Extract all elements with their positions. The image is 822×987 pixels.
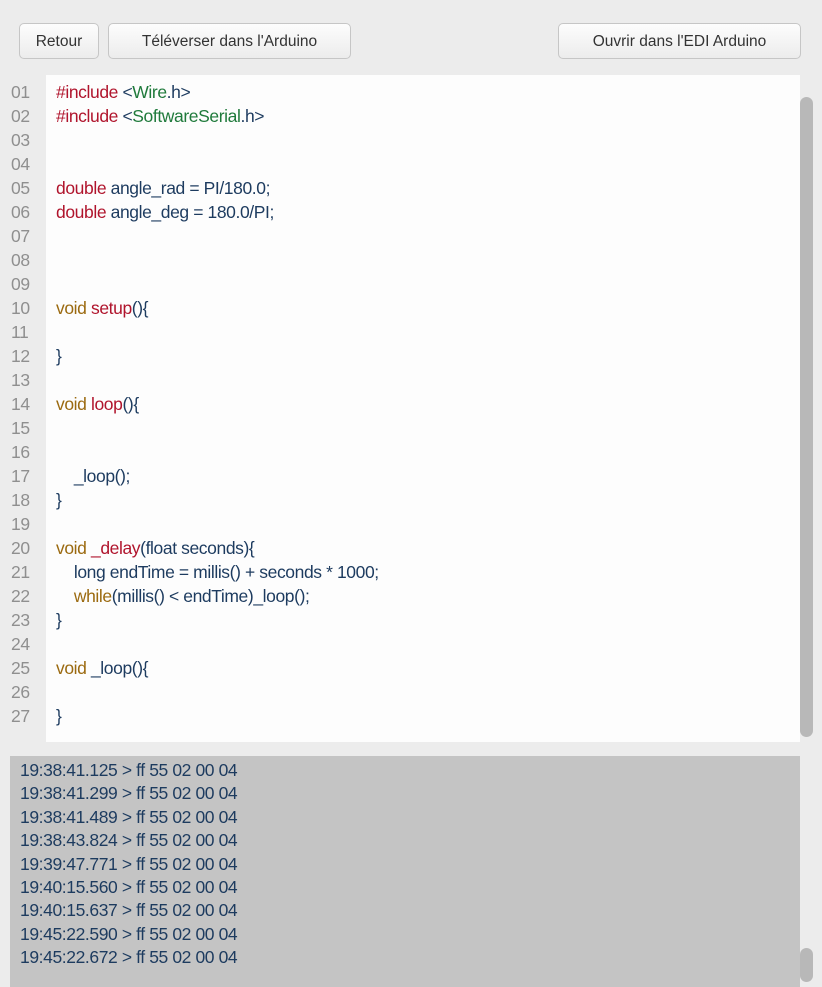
code-token: double <box>56 178 107 198</box>
line-number: 06 <box>11 202 30 222</box>
code-editor[interactable]: 01 02 03 04 05 06 07 08 09 10 11 12 13 14 15 16 17 18 19 20… <box>0 75 800 742</box>
code-token: SoftwareSerial <box>132 106 241 126</box>
code-token: _loop(){ <box>86 658 149 678</box>
console-line: 19:40:15.637 > ff 55 02 00 04 <box>20 900 238 921</box>
line-number: 18 <box>11 490 30 510</box>
code-line[interactable]: double angle_rad = PI/180.0; <box>56 176 270 200</box>
back-button[interactable]: Retour <box>19 23 99 59</box>
code-line[interactable]: void loop(){ <box>56 392 139 416</box>
editor-scrollbar-thumb[interactable] <box>800 97 813 737</box>
line-number: 26 <box>11 682 30 702</box>
line-number: 16 <box>11 442 30 462</box>
code-token: double <box>56 202 107 222</box>
code-token: setup <box>90 298 132 318</box>
open-in-arduino-ide-button[interactable]: Ouvrir dans l'EDI Arduino <box>558 23 801 59</box>
code-token: void <box>56 394 87 414</box>
code-token: angle_rad = PI/180.0; <box>106 178 271 198</box>
code-token: long endTime = millis() + seconds * 1000… <box>56 562 379 582</box>
serial-console: 19:38:41.125 > ff 55 02 00 04 19:38:41.29… <box>10 756 800 987</box>
console-line: 19:38:41.489 > ff 55 02 00 04 <box>20 806 238 827</box>
code-line[interactable]: } <box>56 344 62 368</box>
console-line: 19:40:15.560 > ff 55 02 00 04 <box>20 877 238 897</box>
code-token: (millis() < endTime)_loop(); <box>111 586 310 606</box>
code-token: } <box>56 346 62 366</box>
line-number: 01 <box>11 82 30 102</box>
code-token: } <box>56 610 62 630</box>
line-number: 17 <box>11 466 30 486</box>
code-line[interactable]: void setup(){ <box>56 296 149 320</box>
code-token: angle_deg = 180.0/PI; <box>106 202 275 222</box>
toolbar: Retour Téléverser dans l'Arduino Ouvrir … <box>0 0 822 75</box>
code-line[interactable]: } <box>56 608 62 632</box>
editor-scrollbar[interactable] <box>800 75 822 742</box>
code-token: while <box>73 586 112 606</box>
console-scrollbar[interactable] <box>800 756 822 987</box>
code-line[interactable]: void _delay(float seconds){ <box>56 536 255 560</box>
line-number: 22 <box>11 586 30 606</box>
line-number: 03 <box>11 130 30 150</box>
line-number: 09 <box>11 274 30 294</box>
code-token: < <box>122 106 133 126</box>
line-number: 13 <box>11 370 30 390</box>
line-number: 05 <box>11 178 30 198</box>
console-scrollbar-thumb[interactable] <box>800 948 813 982</box>
console-line: 19:45:22.672 > ff 55 02 00 04 <box>20 947 238 968</box>
code-token: (){ <box>122 394 139 414</box>
console-line: 19:38:41.125 > ff 55 02 00 04 <box>20 760 238 780</box>
console-line: 19:38:43.824 > ff 55 02 00 04 <box>20 830 238 851</box>
line-number: 08 <box>11 250 30 270</box>
code-token: #include <box>56 106 123 126</box>
code-line[interactable]: while(millis() < endTime)_loop(); <box>56 584 310 608</box>
line-number: 27 <box>11 706 30 726</box>
code-token: loop <box>90 394 123 414</box>
code-line[interactable]: _loop(); <box>56 464 131 488</box>
line-number: 15 <box>11 418 30 438</box>
code-line[interactable]: #include <SoftwareSerial.h> <box>56 104 265 128</box>
console-line: 19:45:22.590 > ff 55 02 00 04 <box>20 923 238 944</box>
line-number: 21 <box>11 562 30 582</box>
code-area[interactable]: #include <Wire.h>#include <SoftwareSeria… <box>46 75 800 742</box>
line-number: 19 <box>11 514 30 534</box>
code-token: < <box>122 82 133 102</box>
code-token: void <box>56 538 87 558</box>
code-token: .h> <box>166 82 191 102</box>
line-number: 14 <box>11 394 30 414</box>
code-token: .h> <box>240 106 265 126</box>
code-line[interactable]: #include <Wire.h> <box>56 80 191 104</box>
code-token: (float seconds){ <box>140 538 255 558</box>
code-line[interactable]: double angle_deg = 180.0/PI; <box>56 200 274 224</box>
line-number: 07 <box>11 226 30 246</box>
code-token <box>56 586 74 606</box>
code-line[interactable]: long endTime = millis() + seconds * 1000… <box>56 560 379 584</box>
code-token: (){ <box>131 298 149 318</box>
line-number: 02 <box>11 106 30 126</box>
code-token: void <box>56 298 87 318</box>
code-line[interactable]: } <box>56 704 62 728</box>
console-line: 19:38:41.299 > ff 55 02 00 04 <box>20 783 238 804</box>
code-token: #include <box>56 82 123 102</box>
line-number-gutter: 01 02 03 04 05 06 07 08 09 10 11 12 13 14 15 16 17 18 19 20… <box>0 75 46 742</box>
console-line: 19:39:47.771 > ff 55 02 00 04 <box>20 853 238 874</box>
code-line[interactable]: } <box>56 488 62 512</box>
line-number: 12 <box>11 346 30 366</box>
line-number: 25 <box>11 658 30 678</box>
line-number: 20 <box>11 538 30 558</box>
code-line[interactable]: void _loop(){ <box>56 656 149 680</box>
upload-to-arduino-button[interactable]: Téléverser dans l'Arduino <box>108 23 351 59</box>
line-number: 04 <box>11 154 30 174</box>
line-number: 23 <box>11 610 30 630</box>
line-number: 10 <box>11 298 30 318</box>
code-token: _loop(); <box>56 466 131 486</box>
code-token: void <box>56 658 87 678</box>
code-token: } <box>56 490 62 510</box>
code-token: Wire <box>132 82 167 102</box>
code-token: } <box>56 706 62 726</box>
line-number: 24 <box>11 634 30 654</box>
code-token: _delay <box>90 538 141 558</box>
line-number: 11 <box>11 322 29 342</box>
